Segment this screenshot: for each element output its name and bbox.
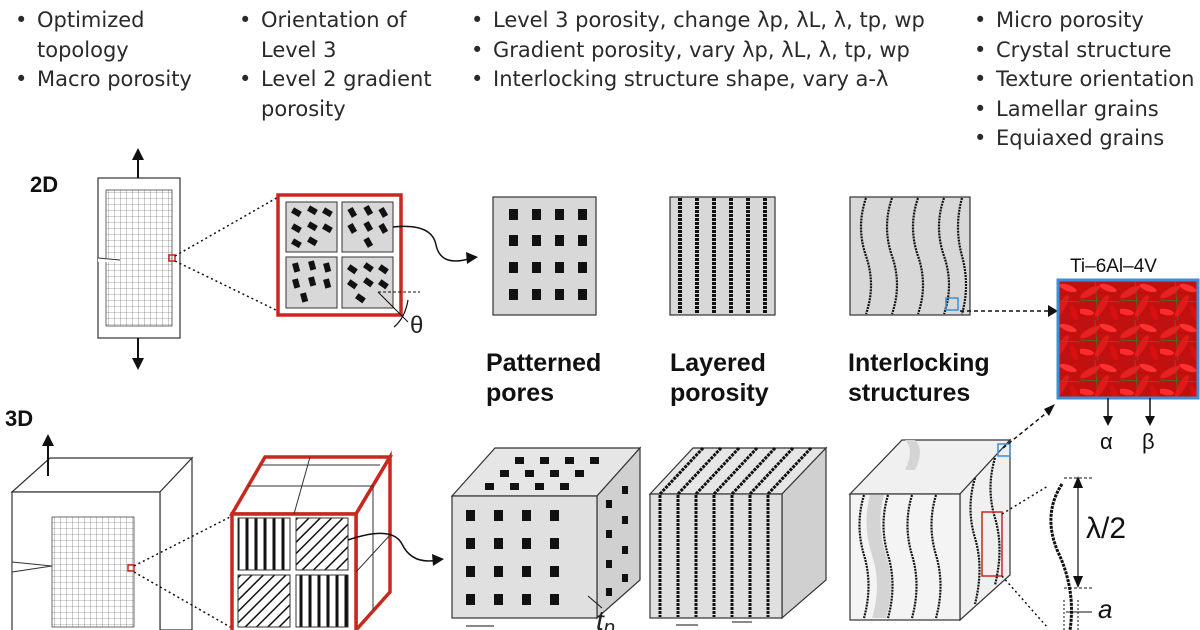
panel-interlocking-2d <box>849 196 971 316</box>
bullet-lamellar-grains: Lamellar grains <box>973 95 1198 125</box>
column-micro: Micro porosity Crystal structure Texture… <box>973 6 1198 154</box>
gradient-vary-text: Gradient porosity, vary λp, λL, λ, tp, w… <box>493 37 910 62</box>
microstructure-panel: Ti–6Al–4V α β <box>1056 256 1200 454</box>
thickness-subscript: p <box>603 617 615 630</box>
bullet-interlocking-shape: Interlocking structure shape, vary a-λ <box>470 65 950 95</box>
unit-cell-2d: θ <box>276 193 423 339</box>
level3-porosity-text: Level 3 porosity, change λp, λL, λ, tp, … <box>493 8 925 32</box>
label-3d: 3D <box>5 406 34 431</box>
panel-layered-2d <box>669 196 776 316</box>
bullet-gradient-porosity: Level 2 gradient porosity <box>238 65 453 124</box>
amplitude-symbol: a <box>1098 594 1112 624</box>
bullet-level3-porosity: Level 3 porosity, change λp, λL, λ, tp, … <box>470 6 950 36</box>
block-interlocking-3d <box>848 438 1012 622</box>
column-level3: Level 3 porosity, change λp, λL, λ, tp, … <box>470 6 950 95</box>
material-name: Ti–6Al–4V <box>1070 256 1157 277</box>
caption-layered-porosity: Layered porosity <box>670 349 769 407</box>
bullet-texture-orientation: Texture orientation <box>973 65 1198 95</box>
bullet-optimized-topology: Optimized topology <box>14 6 214 65</box>
wave-detail: λ/2 a <box>1049 476 1126 630</box>
caption-interlocking-structures: Interlocking structures <box>848 349 990 407</box>
thickness-symbol: tp <box>596 605 615 630</box>
specimen-2d <box>97 148 181 370</box>
bullet-equiaxed-grains: Equiaxed grains <box>973 124 1198 154</box>
panel-patterned-2d <box>492 196 597 316</box>
block-layered-3d <box>648 446 828 626</box>
half-lambda-symbol: λ/2 <box>1086 512 1126 545</box>
caption-patterned-pores: Patterned pores <box>486 349 602 407</box>
bullet-gradient-vary: Gradient porosity, vary λp, λL, λ, tp, w… <box>470 36 950 66</box>
block-patterned-3d: tp <box>450 446 642 630</box>
column-topology: Optimized topology Macro porosity <box>14 6 214 95</box>
unit-cell-3d <box>228 450 394 630</box>
theta-symbol: θ <box>410 312 423 339</box>
bullet-crystal-structure: Crystal structure <box>973 36 1198 66</box>
label-2d: 2D <box>30 172 59 197</box>
specimen-3d <box>10 434 194 630</box>
bullet-micro-porosity: Micro porosity <box>973 6 1198 36</box>
column-orientation: Orientation of Level 3 Level 2 gradient … <box>238 6 453 124</box>
alpha-label: α <box>1100 429 1113 454</box>
bullet-macro-porosity: Macro porosity <box>14 65 214 95</box>
bullet-orientation: Orientation of Level 3 <box>238 6 453 65</box>
beta-label: β <box>1142 429 1155 454</box>
